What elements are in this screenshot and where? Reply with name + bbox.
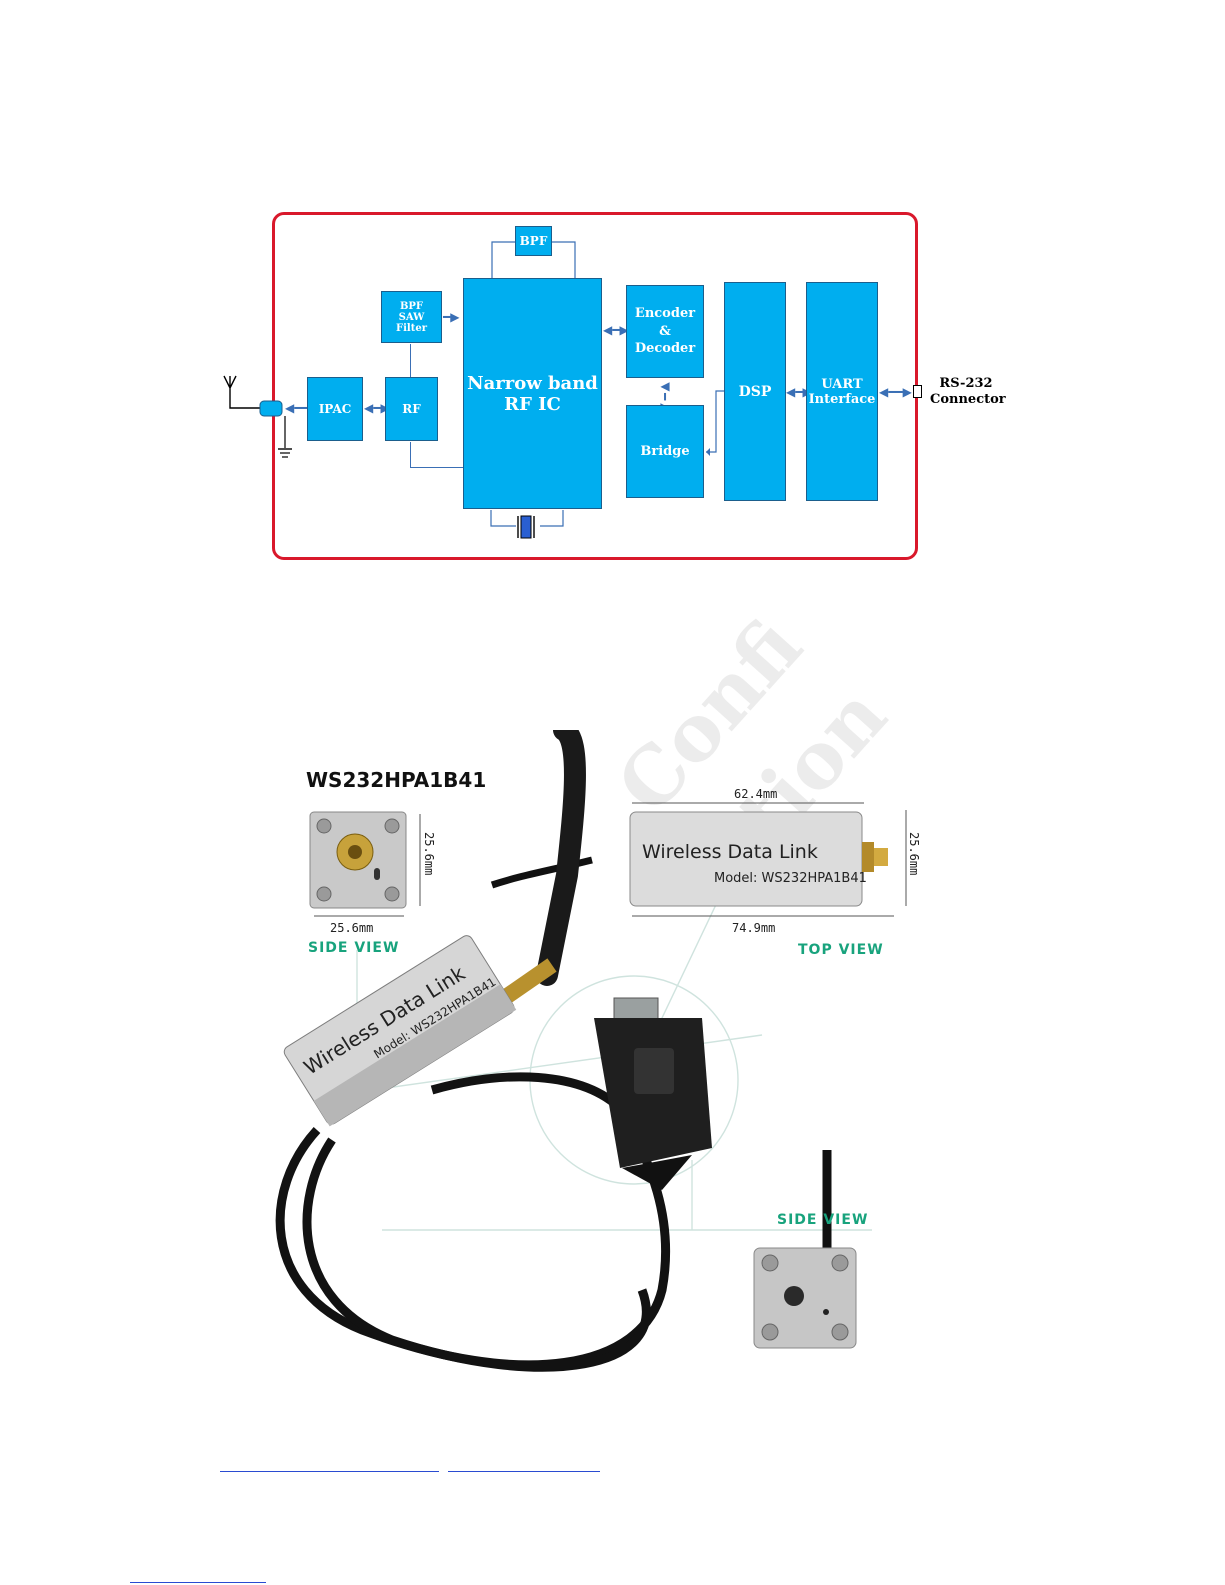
top-device-model: Model: WS232HPA1B41 (714, 871, 867, 886)
bridge-block: Bridge (626, 405, 704, 498)
rs232-label-line1: RS-232 (939, 376, 993, 391)
bpf-loop-lines (491, 241, 576, 278)
rf-ic-label-2: RF IC (504, 393, 561, 415)
encoder-label-2: & (659, 323, 671, 339)
bpf-top-block: BPF (515, 226, 552, 256)
ipac-block: IPAC (307, 377, 363, 441)
antenna-icon (223, 375, 292, 458)
encoder-label-3: Decoder (634, 341, 696, 357)
bpf-top-label: BPF (519, 234, 548, 248)
side-width-dim: 25.6mm (330, 921, 373, 935)
bridge-label: Bridge (640, 444, 690, 459)
line-rfic-to-rf-v (410, 442, 411, 467)
dsp-label: DSP (738, 383, 772, 400)
arrow-saw-to-rfic: ━▶ (443, 310, 460, 324)
antenna-photo (482, 730, 586, 1017)
top-length-dim: 62.4mm (734, 787, 777, 801)
rs232-label-line2: Connector (930, 391, 1006, 407)
top-device-text: Wireless Data Link (642, 841, 818, 863)
encoder-label-1: Encoder (634, 306, 696, 322)
side-view-face-2 (753, 1247, 857, 1349)
bpf-saw-label-1: BPF (399, 300, 424, 312)
product-photo: WS232HPA1B41 25.6mm 25.6mm SIDE VIEW 62.… (275, 730, 921, 1372)
rf-ic-block: Narrow band RF IC (463, 278, 602, 509)
rf-ic-label-1: Narrow band (467, 372, 598, 394)
link-underline-2 (448, 1471, 600, 1472)
rs232-connector-label: RS-232 Connector (930, 376, 1006, 407)
top-view-label: TOP VIEW (798, 942, 884, 958)
main-device: Wireless Data Link Model: WS232HPA1B41 (283, 935, 517, 1127)
side-view-face-1 (309, 811, 407, 909)
bpf-saw-label-2: SAW Filter (396, 311, 427, 334)
arrow-ipac-rf: ◀━▶ (364, 401, 390, 415)
uart-label-1: UART (821, 376, 863, 392)
arrow-uart-connector: ◀━━▶ (879, 385, 912, 399)
dsp-block: DSP (724, 282, 786, 501)
side-view-label: SIDE VIEW (308, 940, 399, 956)
rf-block: RF (385, 377, 438, 441)
line-rf-to-saw (410, 344, 411, 377)
side-height-dim-right: 25.6mm (907, 832, 921, 875)
model-title: WS232HPA1B41 (306, 768, 486, 792)
bottom-length-dim: 74.9mm (732, 921, 775, 935)
line-rfic-to-rf-h (410, 467, 464, 468)
arrow-dsp-uart: ◀━▶ (786, 385, 812, 399)
ipac-label: IPAC (318, 402, 352, 416)
top-view-device: Wireless Data Link Model: WS232HPA1B41 (490, 811, 888, 907)
uart-block: UART Interface (806, 282, 878, 501)
bpf-saw-block: BPF SAW Filter (381, 291, 442, 343)
rf-label: RF (402, 402, 421, 416)
side-height-dim-left: 25.6mm (422, 832, 436, 875)
cable-loop (275, 1072, 671, 1372)
encoder-decoder-block: Encoder & Decoder (626, 285, 704, 378)
db9-connector (594, 997, 712, 1190)
crystal-icon (490, 510, 564, 539)
arrow-rfic-encoder: ◀━▶ (603, 323, 629, 337)
side-view-label-2: SIDE VIEW (777, 1212, 868, 1228)
uart-label-2: Interface (808, 391, 876, 407)
connector-port-icon (913, 385, 922, 398)
link-underline-3 (130, 1582, 266, 1583)
link-underline-1 (220, 1471, 439, 1472)
